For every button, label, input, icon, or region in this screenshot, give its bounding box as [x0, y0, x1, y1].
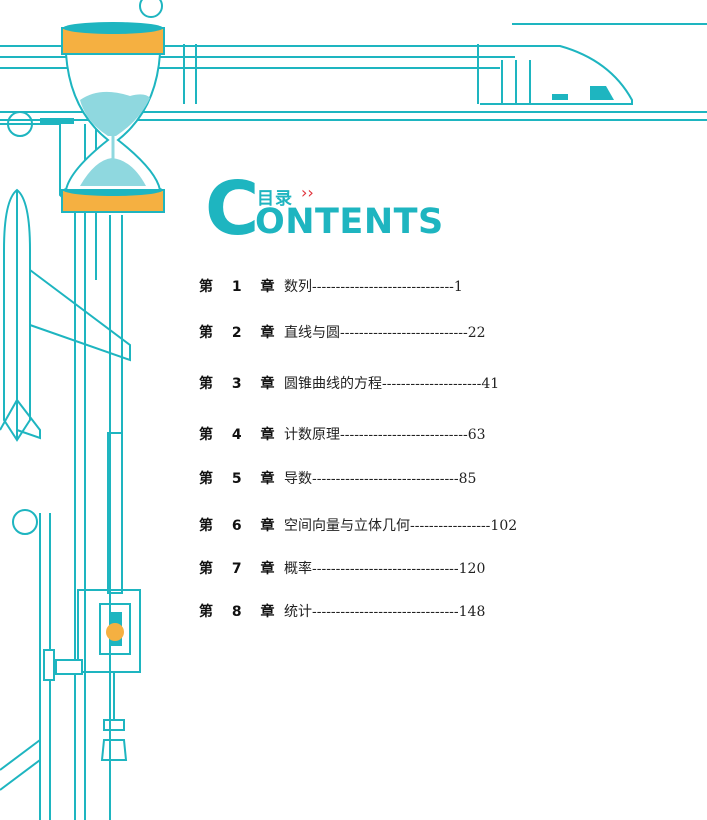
contents-header: C 目录 ›› ONTENTS: [205, 172, 465, 246]
chapter-label: 第 3 章: [199, 376, 282, 392]
toc-entry: 直线与圆---------------------------22: [284, 325, 486, 341]
toc-row-8[interactable]: 第 8 章统计-------------------------------14…: [199, 601, 485, 623]
toc-row-4[interactable]: 第 4 章计数原理---------------------------63: [199, 424, 486, 446]
toc-row-5[interactable]: 第 5 章导数-------------------------------85: [199, 468, 476, 490]
toc-row-2[interactable]: 第 2 章直线与圆---------------------------22: [199, 322, 486, 344]
toc-row-1[interactable]: 第 1 章数列------------------------------1: [199, 276, 463, 298]
toc-row-3[interactable]: 第 3 章圆锥曲线的方程---------------------41: [199, 373, 499, 395]
toc-entry: 计数原理---------------------------63: [284, 427, 486, 443]
chapter-label: 第 8 章: [199, 604, 282, 620]
circle-icon: [139, 0, 163, 18]
toc-entry: 空间向量与立体几何-----------------102: [284, 518, 518, 534]
chapter-label: 第 4 章: [199, 427, 282, 443]
mulu-label: 目录: [257, 189, 293, 209]
hourglass-icon: [61, 22, 165, 213]
train-icon: [480, 45, 633, 105]
chapter-label: 第 7 章: [199, 561, 282, 577]
chapter-label: 第 5 章: [199, 471, 282, 487]
toc-entry: 圆锥曲线的方程---------------------41: [284, 376, 500, 392]
chapter-label: 第 1 章: [199, 279, 282, 295]
toc-entry: 数列------------------------------1: [284, 279, 463, 295]
chapter-label: 第 6 章: [199, 518, 282, 534]
toc-entry: 概率-------------------------------120: [284, 561, 486, 577]
chapter-label: 第 2 章: [199, 325, 282, 341]
contents-word: ONTENTS: [255, 202, 444, 242]
toc-entry: 统计-------------------------------148: [284, 604, 486, 620]
contents-big-letter: C: [205, 166, 260, 252]
toc-row-7[interactable]: 第 7 章概率-------------------------------12…: [199, 558, 485, 580]
chevron-right-icon: ››: [301, 183, 314, 202]
toc-entry: 导数-------------------------------85: [284, 471, 477, 487]
toc-row-6[interactable]: 第 6 章空间向量与立体几何-----------------102: [199, 515, 517, 537]
